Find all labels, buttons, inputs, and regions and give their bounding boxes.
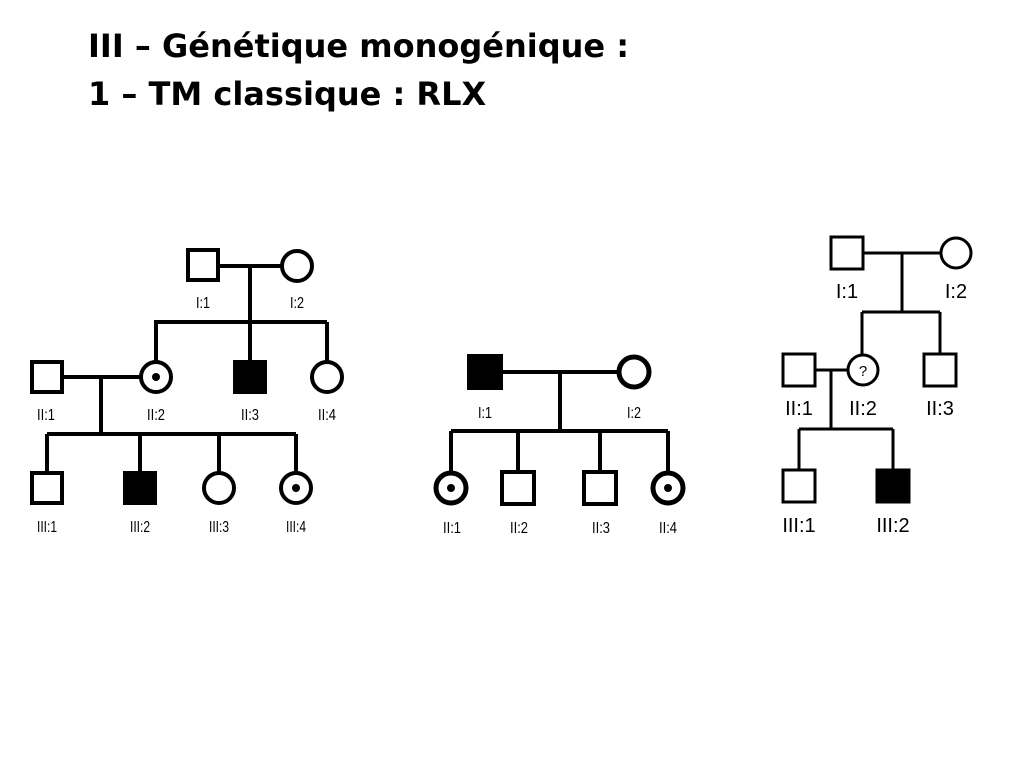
pedigree-3-lines xyxy=(797,251,942,470)
carrier-dot xyxy=(152,373,160,381)
title-line-1: III – Génétique monogénique : xyxy=(88,27,630,65)
individual-label: II:1 xyxy=(37,407,55,424)
question-mark-icon: ? xyxy=(859,363,867,380)
male-unaffected-symbol xyxy=(829,235,865,271)
male-unaffected-symbol xyxy=(781,352,817,388)
male-unaffected-symbol xyxy=(30,471,64,505)
individual-label: II:4 xyxy=(659,520,677,537)
carrier-dot xyxy=(664,484,672,492)
individual-label: III:1 xyxy=(782,515,815,537)
individual-label: II:1 xyxy=(443,520,461,537)
individual-label: III:3 xyxy=(209,519,229,536)
male-unaffected-symbol xyxy=(500,470,536,506)
pedigree-1-labels: I:1 I:2 II:1 II:2 II:3 II:4 III:1 III:2 … xyxy=(37,295,336,536)
individual-label: II:2 xyxy=(849,398,877,420)
male-unaffected-symbol xyxy=(30,360,64,394)
male-affected-symbol xyxy=(233,360,267,394)
individual-label: I:1 xyxy=(836,281,858,303)
male-affected-symbol xyxy=(467,354,503,390)
male-unaffected-symbol xyxy=(186,248,220,282)
pedigree-1 xyxy=(30,248,344,505)
individual-label: I:2 xyxy=(290,295,304,312)
individual-label: II:2 xyxy=(147,407,165,424)
pedigree-2-lines xyxy=(449,370,670,472)
female-unaffected-symbol xyxy=(202,471,236,505)
individual-label: III:2 xyxy=(876,515,909,537)
female-unaffected-symbol xyxy=(280,249,314,283)
male-affected-symbol xyxy=(123,471,157,505)
pedigree-3 xyxy=(781,235,973,504)
female-unaffected-symbol xyxy=(616,354,652,390)
female-unknown-symbol xyxy=(846,353,880,387)
carrier-dot xyxy=(292,484,300,492)
pedigree-2-labels: I:1 I:2 II:1 II:2 II:3 II:4 xyxy=(443,405,677,537)
pedigree-2 xyxy=(433,354,686,506)
slide-title: III – Génétique monogénique : 1 – TM cla… xyxy=(88,22,629,118)
individual-label: II:3 xyxy=(241,407,259,424)
individual-label: II:2 xyxy=(510,520,528,537)
individual-label: I:2 xyxy=(627,405,641,422)
individual-label: III:2 xyxy=(130,519,150,536)
pedigree-3-labels: ? I:1 I:2 II:1 II:2 II:3 III:1 III:2 xyxy=(782,281,967,537)
individual-label: III:4 xyxy=(286,519,306,536)
individual-label: I:1 xyxy=(478,405,492,422)
individual-label: I:1 xyxy=(196,295,210,312)
individual-label: II:3 xyxy=(926,398,954,420)
female-unaffected-symbol xyxy=(939,236,973,270)
male-unaffected-symbol xyxy=(922,352,958,388)
male-unaffected-symbol xyxy=(582,470,618,506)
individual-label: III:1 xyxy=(37,519,57,536)
male-unaffected-symbol xyxy=(781,468,817,504)
individual-label: I:2 xyxy=(945,281,967,303)
male-affected-symbol xyxy=(875,468,911,504)
title-line-2: 1 – TM classique : RLX xyxy=(88,75,487,113)
carrier-dot xyxy=(447,484,455,492)
individual-label: II:1 xyxy=(785,398,813,420)
pedigree-1-lines xyxy=(45,264,329,473)
individual-label: II:4 xyxy=(318,407,336,424)
individual-label: II:3 xyxy=(592,520,610,537)
female-unaffected-symbol xyxy=(310,360,344,394)
